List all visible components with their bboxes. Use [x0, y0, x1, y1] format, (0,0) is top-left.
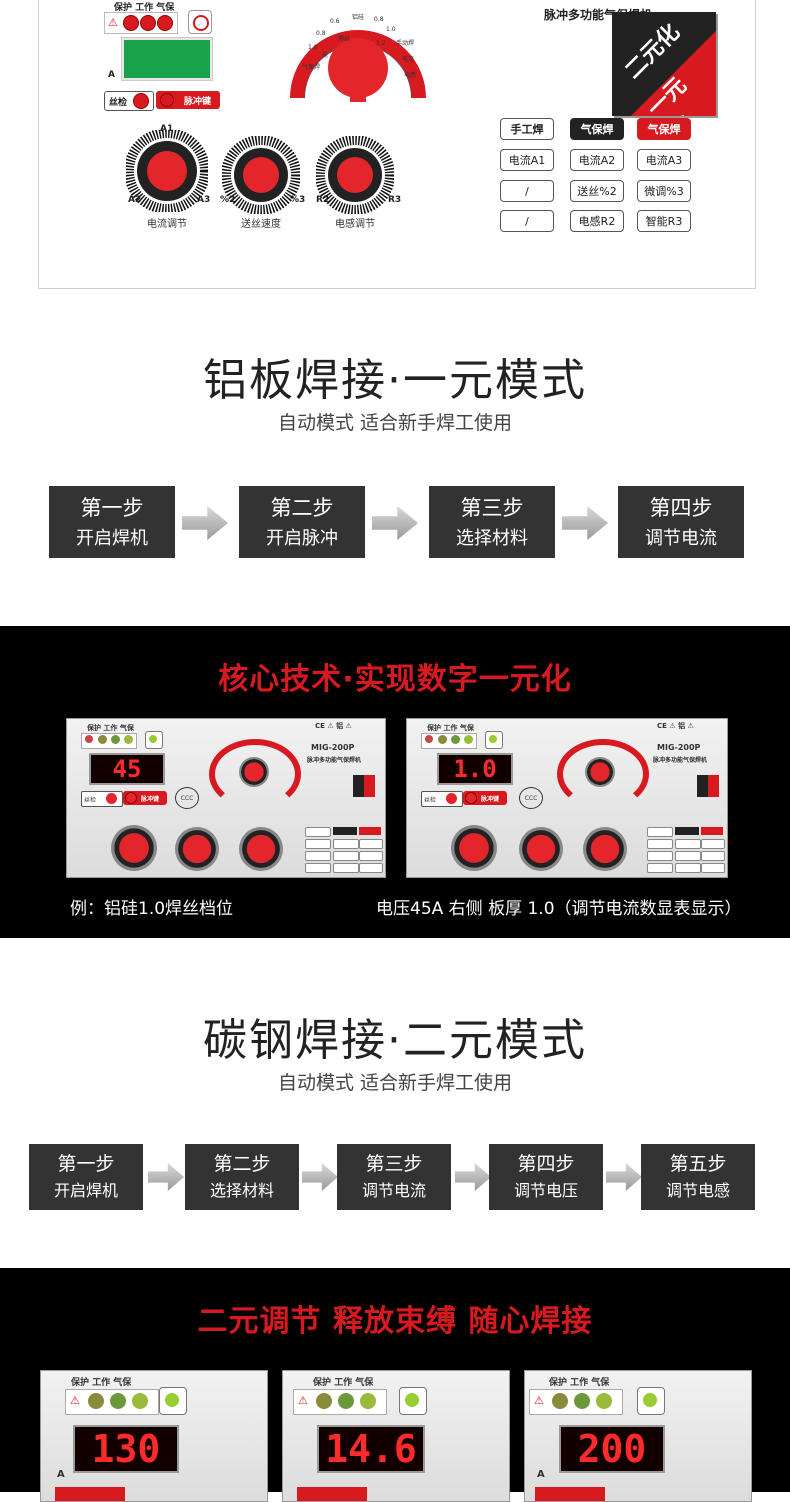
carbon-step-2: 第二步选择材料: [185, 1144, 299, 1210]
aluminum-step-4: 第四步调节电流: [618, 486, 744, 558]
warning-icon: ⚠: [108, 16, 118, 29]
pulse-led: [160, 93, 174, 107]
display-photo-3: 保护 工作 气保 ⚠ 200 A: [524, 1370, 752, 1502]
arrow-icon: [302, 1163, 338, 1191]
torch-icon: [188, 10, 212, 34]
machine-photo-left: 保护 工作 气保 45 丝检 脉冲键 CCC CE ⚠ 铝 ⚠ MIG-200P…: [66, 718, 386, 878]
digital-display: [122, 38, 212, 80]
mode-badge: 二元化 一元化: [612, 12, 716, 116]
caption-left: 例：铝硅1.0焊丝档位: [70, 899, 234, 919]
inductance-r2-button[interactable]: 电感R2: [570, 210, 624, 232]
display-value: 200: [559, 1425, 665, 1473]
dual-adjust-title: 二元调节 释放束缚 随心焊接: [197, 1304, 593, 1339]
indicator-strip: ⚠: [104, 12, 178, 34]
mode-manual-button[interactable]: 手工焊: [500, 118, 554, 140]
wire-feed-button[interactable]: 送丝%2: [570, 180, 624, 202]
arrow-icon: [182, 506, 228, 540]
fine-tune-button[interactable]: 微调%3: [637, 180, 691, 202]
current-knob[interactable]: [124, 128, 210, 216]
wire-check-led: [133, 93, 149, 109]
led-gas: [157, 15, 173, 31]
knob-label-current: 电流调节: [147, 219, 187, 230]
display-value: 45: [89, 753, 165, 785]
display-value: 1.0: [437, 753, 513, 785]
knob-label-inductance: 电感调节: [335, 219, 375, 230]
mode-gas-button[interactable]: 气保焊: [570, 118, 624, 140]
inductance-knob[interactable]: [315, 135, 395, 218]
current-a3-button[interactable]: 电流A3: [637, 149, 691, 171]
material-dial[interactable]: [290, 2, 426, 106]
arrow-icon: [606, 1163, 642, 1191]
wire-speed-knob[interactable]: [221, 135, 301, 218]
aluminum-step-3: 第三步选择材料: [429, 486, 555, 558]
carbon-step-4: 第四步调节电压: [489, 1144, 603, 1210]
indicator-label: 保护 工作 气保: [114, 3, 175, 13]
core-tech-title: 核心技术·实现数字一元化: [218, 662, 572, 697]
ampere-mark: A: [108, 70, 115, 80]
aluminum-title: 铝板焊接·一元模式: [203, 355, 587, 406]
dial-labels: 气保焊 1.0 0.8 0.6 铝硅 0.8 1.0 手动焊 电流 电感 能 焊…: [302, 14, 417, 79]
led-protect: [123, 15, 139, 31]
display-photo-2: 保护 工作 气保 ⚠ 14.6: [282, 1370, 510, 1502]
arrow-icon: [562, 506, 608, 540]
wire-check-button[interactable]: 丝检: [104, 91, 154, 111]
slash-button-2[interactable]: /: [500, 210, 554, 232]
display-photo-1: 保护 工作 气保 ⚠ 130 A: [40, 1370, 268, 1502]
carbon-step-5: 第五步调节电感: [641, 1144, 755, 1210]
aluminum-step-2: 第二步开启脉冲: [239, 486, 365, 558]
current-a2-button[interactable]: 电流A2: [570, 149, 624, 171]
knob-label-wire-speed: 送丝速度: [241, 219, 281, 230]
display-value: 130: [73, 1425, 179, 1473]
arrow-icon: [148, 1163, 184, 1191]
machine-photo-right: 保护 工作 气保 1.0 丝检 脉冲键 CCC CE ⚠ 铝 ⚠ MIG-200…: [406, 718, 728, 878]
led-work: [140, 15, 156, 31]
pulse-key-button[interactable]: 脉冲键: [156, 91, 220, 109]
mode-gas-pulse-button[interactable]: 气保焊: [637, 118, 691, 140]
display-value: 14.6: [317, 1425, 425, 1473]
carbon-step-3: 第三步调节电流: [337, 1144, 451, 1210]
slash-button-1[interactable]: /: [500, 180, 554, 202]
aluminum-step-1: 第一步开启焊机: [49, 486, 175, 558]
aluminum-subtitle: 自动模式 适合新手焊工使用: [277, 412, 513, 434]
carbon-title: 碳钢焊接·二元模式: [203, 1015, 587, 1066]
current-a1-button[interactable]: 电流A1: [500, 149, 554, 171]
arrow-icon: [372, 506, 418, 540]
smart-r3-button[interactable]: 智能R3: [637, 210, 691, 232]
arrow-icon: [455, 1163, 491, 1191]
caption-right: 电压45A 右侧 板厚 1.0（调节电流数显表显示）: [376, 899, 742, 919]
carbon-step-1: 第一步开启焊机: [29, 1144, 143, 1210]
carbon-subtitle: 自动模式 适合新手焊工使用: [277, 1072, 513, 1094]
